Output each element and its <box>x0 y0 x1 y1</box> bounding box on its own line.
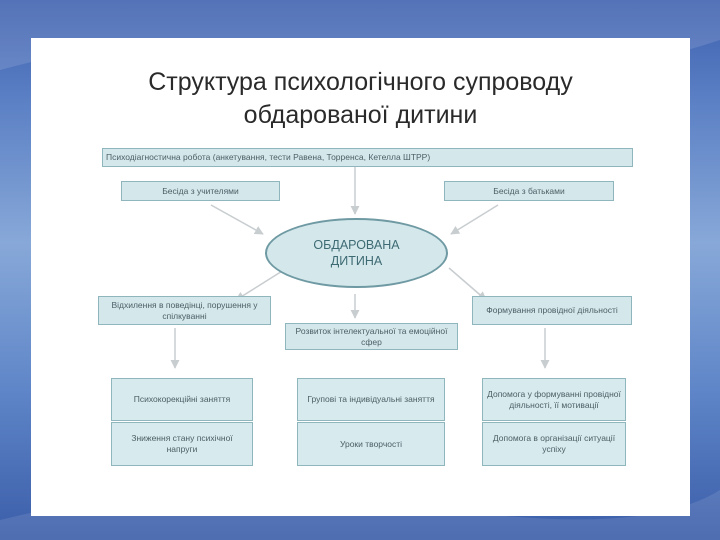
psychodiagnostic-text: Психодіагностична робота (анкетування, т… <box>106 152 431 162</box>
row2-right-text: Допомога в організації ситуації успіху <box>492 433 616 454</box>
row1-right-box: Допомога у формуванні провідної діяльнос… <box>482 378 626 421</box>
talk-teachers-text: Бесіда з учителями <box>162 185 239 196</box>
slide: Структура психологічного супроводу обдар… <box>31 38 690 516</box>
talk-parents-box: Бесіда з батьками <box>444 181 614 201</box>
row1-middle-text: Групові та індивідуальні заняття <box>307 394 435 404</box>
row2-left-text: Зниження стану психічної напруги <box>131 433 233 454</box>
row1-left-text: Психокорекційні заняття <box>133 394 231 404</box>
development-box: Розвиток інтелектуальної та емоційної сф… <box>285 323 458 350</box>
slide-title: Структура психологічного супроводу обдар… <box>31 66 690 132</box>
row2-right-box: Допомога в організації ситуації успіху <box>482 422 626 466</box>
talk-parents-text: Бесіда з батьками <box>493 185 565 196</box>
title-line-1: Структура психологічного супроводу <box>148 68 573 96</box>
development-text: Розвиток інтелектуальної та емоційної сф… <box>295 325 448 347</box>
psychodiagnostic-box: Психодіагностична робота (анкетування, т… <box>102 148 633 167</box>
deviations-box: Відхилення в поведінці, порушення у спіл… <box>98 296 271 325</box>
row1-right-text: Допомога у формуванні провідної діяльнос… <box>487 388 621 410</box>
title-line-2: обдарованої дитини <box>243 101 478 129</box>
center-ellipse: ОБДАРОВАНА ДИТИНА <box>265 218 448 288</box>
row1-left-box: Психокорекційні заняття <box>111 378 253 421</box>
deviations-text: Відхилення в поведінці, порушення у спіл… <box>111 299 258 321</box>
talk-teachers-box: Бесіда з учителями <box>121 181 280 201</box>
leading-activity-box: Формування провідної діяльності <box>472 296 632 325</box>
leading-activity-text: Формування провідної діяльності <box>486 305 618 315</box>
row2-middle-box: Уроки творчості <box>297 422 445 466</box>
connector-arrows <box>170 166 550 369</box>
row2-middle-text: Уроки творчості <box>339 438 403 449</box>
center-text: ОБДАРОВАНА ДИТИНА <box>313 238 400 268</box>
row2-left-box: Зниження стану психічної напруги <box>111 422 253 466</box>
row1-middle-box: Групові та індивідуальні заняття <box>297 378 445 421</box>
